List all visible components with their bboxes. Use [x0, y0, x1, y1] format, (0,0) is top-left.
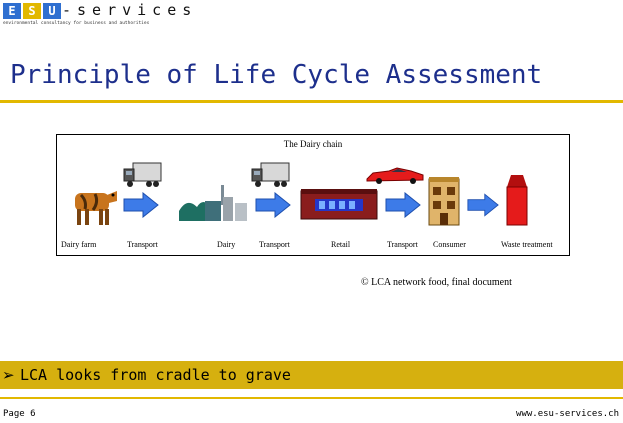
footer-divider — [0, 397, 623, 399]
cow-icon — [75, 191, 117, 225]
truck-icon — [251, 162, 290, 187]
label-transport-1: Transport — [127, 240, 158, 249]
figure-copyright: © LCA network food, final document — [361, 277, 512, 288]
figure-title: The Dairy chain — [283, 139, 343, 149]
house-icon — [428, 177, 460, 226]
label-transport-2: Transport — [259, 240, 290, 249]
logo-block-s: S — [23, 3, 41, 19]
label-transport-3: Transport — [387, 240, 418, 249]
footer-url: www.esu-services.ch — [516, 409, 619, 419]
arrow-right-icon — [385, 192, 421, 218]
sports-car-icon — [366, 167, 424, 184]
title-divider — [0, 100, 623, 103]
bullet-text: LCA looks from cradle to grave — [20, 366, 291, 384]
label-retail: Retail — [331, 240, 351, 249]
label-waste-treatment: Waste treatment — [501, 240, 553, 249]
bullet-band: ➢ LCA looks from cradle to grave — [0, 361, 623, 389]
label-dairy-farm: Dairy farm — [61, 240, 97, 249]
truck-icon — [123, 162, 162, 187]
page-number: Page 6 — [3, 409, 36, 419]
label-consumer: Consumer — [433, 240, 466, 249]
bullet-marker-icon: ➢ — [2, 366, 15, 384]
logo-tagline: environmental consultancy for business a… — [3, 21, 150, 26]
dairy-chain-figure: The Dairy chain — [56, 134, 570, 256]
factory-icon — [179, 185, 247, 221]
arrow-right-icon — [255, 192, 291, 218]
arrow-right-icon — [467, 193, 499, 217]
logo-block-e: E — [3, 3, 21, 19]
arrow-right-icon — [123, 192, 159, 218]
logo-text: -services — [62, 1, 198, 19]
label-dairy: Dairy — [217, 240, 236, 249]
esu-logo: E S U — [3, 3, 63, 19]
milk-carton-icon — [506, 175, 528, 226]
logo-block-u: U — [43, 3, 61, 19]
shop-icon — [300, 189, 378, 220]
slide-title: Principle of Life Cycle Assessment — [10, 60, 543, 90]
